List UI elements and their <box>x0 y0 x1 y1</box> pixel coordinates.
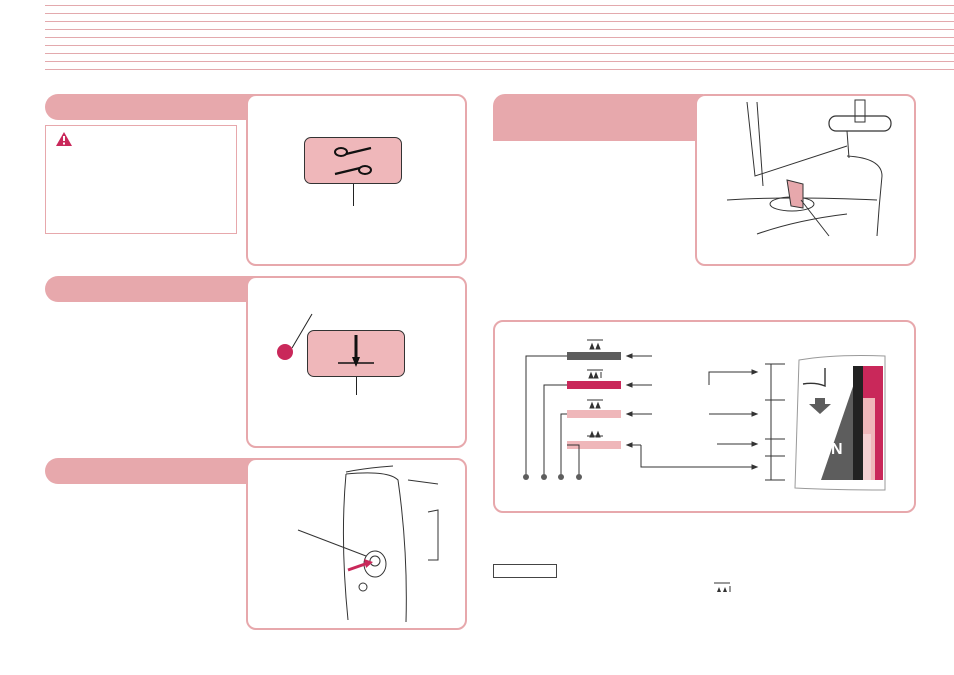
callout-line <box>291 313 313 349</box>
chart-icon: N <box>523 339 886 491</box>
warning-box <box>45 125 237 234</box>
needle-down-icon <box>338 335 374 367</box>
section-tab-side-button <box>45 458 257 484</box>
callout-line <box>356 377 357 395</box>
illustration-panel-needle-position <box>246 276 467 448</box>
callout-line <box>353 184 354 206</box>
needle-position-button[interactable] <box>307 330 405 377</box>
presser-lever-illustration <box>726 99 892 237</box>
bar-1 <box>567 352 621 360</box>
illustration-panel-presser-foot-lever <box>695 94 916 266</box>
indicator-light <box>277 344 293 360</box>
bar-3 <box>567 410 621 418</box>
illustration-panel-side-button <box>246 458 467 630</box>
bar-4 <box>567 441 621 449</box>
scissors-icon <box>334 146 372 176</box>
scale-letter: N <box>831 441 843 458</box>
bar-2 <box>567 381 621 389</box>
thread-cutter-button[interactable] <box>304 137 402 184</box>
machine-side-illustration <box>297 465 439 623</box>
section-tab-needle-position <box>45 276 257 302</box>
bar-symbol-icon <box>714 582 731 592</box>
warning-icon <box>56 132 72 146</box>
section-tab-thread-cutter <box>45 94 257 120</box>
section-tab-presser-foot-lever <box>493 94 703 141</box>
legend-box <box>493 564 557 578</box>
illustration-panel-thread-tension-chart: N <box>493 320 916 513</box>
illustration-panel-thread-cutter <box>246 94 467 266</box>
